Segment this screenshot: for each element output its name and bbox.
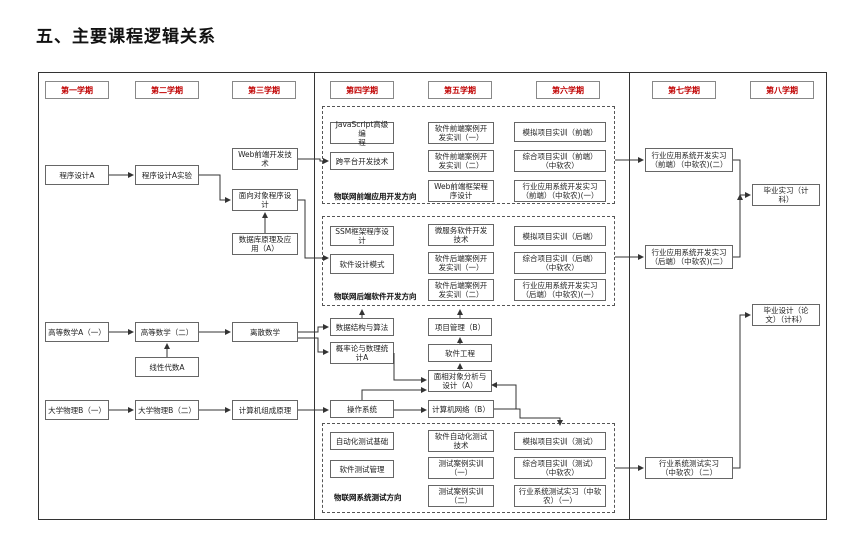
term-3-header: 第三学期 — [232, 81, 296, 99]
course-box: 行业应用系统开发实习 （后端）（中软农)(二） — [645, 245, 733, 269]
course-box: 计算机网络（B） — [428, 400, 494, 418]
testing-direction-group — [322, 423, 615, 513]
course-box: 模拟项目实训（后端） — [514, 226, 606, 246]
term-7-header: 第七学期 — [652, 81, 716, 99]
course-box: 软件后端案例开 发实训（二） — [428, 279, 494, 301]
term-divider — [629, 72, 630, 520]
course-box: 软件前端案例开 发实训（一） — [428, 122, 494, 144]
term-4-header: 第四学期 — [330, 81, 394, 99]
frontend-direction-group — [322, 106, 615, 204]
course-box: 大学物理B（一） — [45, 400, 109, 420]
course-box: 毕业设计（论 文）（计科） — [752, 304, 820, 326]
course-box: 模拟项目实训（前端） — [514, 122, 606, 142]
course-box: 程序设计A实验 — [135, 165, 199, 185]
course-box: 软件工程 — [428, 344, 492, 362]
term-8-header: 第八学期 — [750, 81, 814, 99]
course-box: 离散数学 — [232, 322, 298, 342]
course-box: 行业应用系统开发实习 （前端）（中软农)(一） — [514, 180, 606, 202]
backend-direction-group — [322, 216, 615, 306]
course-box: 行业系统测试实习（中软 农）（一） — [514, 485, 606, 507]
course-box: 程序设计A — [45, 165, 109, 185]
course-box: 线性代数A — [135, 357, 199, 377]
term-1-header: 第一学期 — [45, 81, 109, 99]
course-box: 概率论与数理统 计A — [330, 342, 394, 364]
course-box: Web前端开发技 术 — [232, 148, 298, 170]
course-box: 软件设计模式 — [330, 254, 394, 274]
course-box: 自动化测试基础 — [330, 432, 394, 450]
course-box: Web前端框架程 序设计 — [428, 180, 494, 202]
testing-direction-label: 物联网系统测试方向 — [334, 493, 402, 502]
course-box: 软件自动化测试 技术 — [428, 430, 494, 452]
course-box: 综合项目实训（后端） （中软农） — [514, 252, 606, 274]
course-box: 项目管理（B） — [428, 318, 492, 336]
course-box: 模拟项目实训（测试） — [514, 432, 606, 450]
course-box: JavaScript高级编 程 — [330, 120, 394, 147]
course-box: 测试案例实训 （二） — [428, 485, 494, 507]
course-box: 行业应用系统开发实习 （后端）（中软农)(一） — [514, 279, 606, 301]
term-5-header: 第五学期 — [428, 81, 492, 99]
course-box: 计算机组成原理 — [232, 400, 298, 420]
course-box: 综合项目实训（测试） （中软农） — [514, 457, 606, 479]
course-box: 跨平台开发技术 — [330, 152, 394, 170]
page-title: 五、主要课程逻辑关系 — [36, 27, 216, 47]
term-6-header: 第六学期 — [536, 81, 600, 99]
course-box: 数据库原理及应 用（A） — [232, 233, 298, 255]
course-box: 软件测试管理 — [330, 460, 394, 478]
term-divider — [314, 72, 315, 520]
course-box: 面相对象分析与 设计（A） — [428, 370, 492, 392]
course-box: 毕业实习（计 科） — [752, 184, 820, 206]
course-box: SSM框架程序设计 — [330, 226, 394, 246]
course-box: 行业应用系统开发实习 （前端）（中软农)(二） — [645, 148, 733, 172]
course-box: 微服务软件开发 技术 — [428, 224, 494, 246]
term-2-header: 第二学期 — [135, 81, 199, 99]
course-box: 软件后端案例开 发实训（一） — [428, 252, 494, 274]
course-box: 高等数学（二） — [135, 322, 199, 342]
course-box: 数据结构与算法 — [330, 318, 394, 336]
course-box: 面向对象程序设 计 — [232, 189, 298, 211]
diagram-frame — [38, 72, 827, 520]
course-box: 高等数学A（一） — [45, 322, 109, 342]
backend-direction-label: 物联网后端软件开发方向 — [334, 292, 417, 301]
frontend-direction-label: 物联网前端应用开发方向 — [334, 192, 417, 201]
course-box: 软件前端案例开 发实训（二） — [428, 150, 494, 172]
course-box: 操作系统 — [330, 400, 394, 418]
course-box: 行业系统测试实习 （中软农）（二） — [645, 457, 733, 479]
course-box: 大学物理B（二） — [135, 400, 199, 420]
course-box: 综合项目实训（前端） （中软农） — [514, 150, 606, 172]
course-box: 测试案例实训 （一） — [428, 457, 494, 479]
